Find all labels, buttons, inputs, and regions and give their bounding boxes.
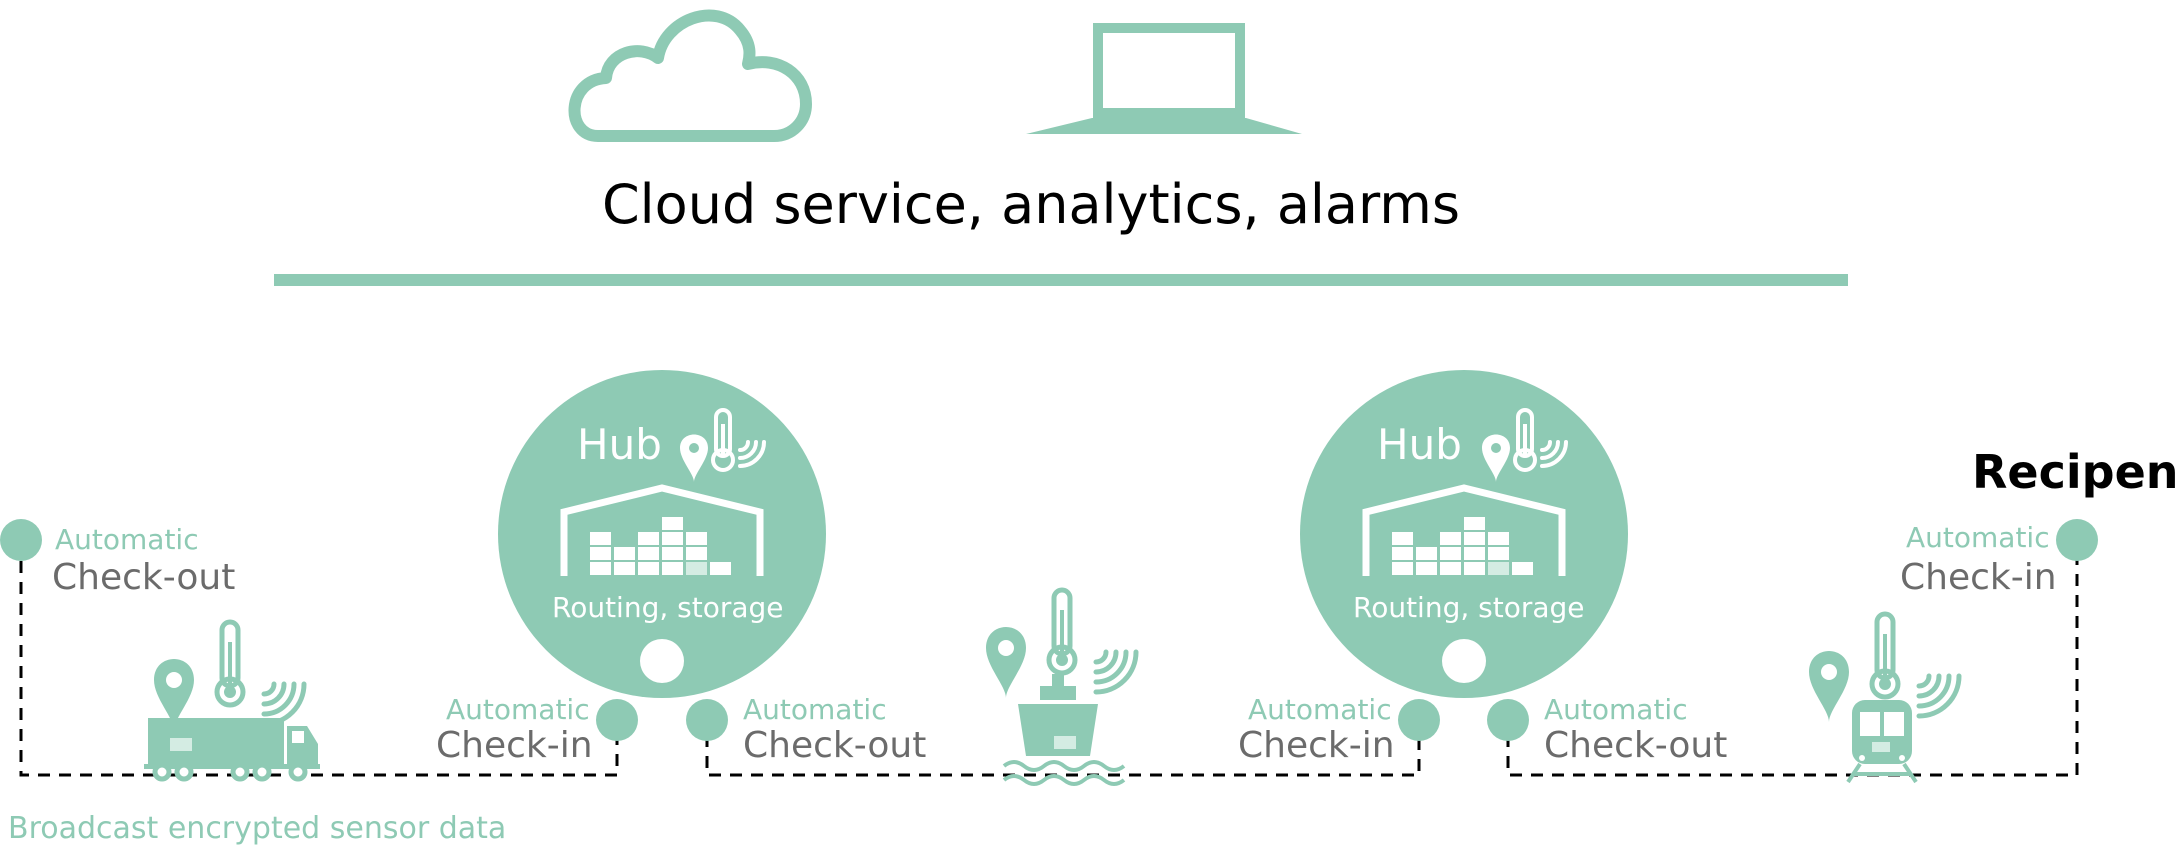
hub-label: Hub [577, 420, 662, 469]
train-icon [1846, 700, 1918, 784]
checkpoint-auto-label: Automatic [55, 523, 199, 556]
truck-sensors [154, 622, 304, 730]
hub-circle [1300, 370, 1628, 698]
checkpoint-auto-label: Automatic [1906, 521, 2050, 554]
laptop-icon [1026, 23, 1302, 134]
checkpoint-action-label: Check-out [1544, 725, 1728, 766]
checkpoint-auto-label: Automatic [446, 693, 590, 726]
checkpoint-action-label: Check-in [436, 725, 593, 766]
truck-icon [144, 718, 320, 782]
hub-label: Hub [1377, 420, 1462, 469]
hub-caption: Routing, storage [1353, 591, 1585, 624]
checkpoint-dot [1398, 699, 1440, 741]
checkpoint-dot [596, 699, 638, 741]
checkpoint-dot [0, 519, 42, 561]
hub-circle [498, 370, 826, 698]
checkpoint-auto-label: Automatic [1544, 693, 1688, 726]
checkpoint-action-label: Check-out [52, 557, 236, 598]
cloud-icon [568, 9, 812, 142]
checkpoint-auto-label: Automatic [1248, 693, 1392, 726]
route-line [19, 540, 2079, 777]
checkpoint-dot [2056, 519, 2098, 561]
page-title: Cloud service, analytics, alarms [601, 173, 1461, 236]
cloud-divider [274, 274, 1848, 286]
hub-caption: Routing, storage [552, 591, 784, 624]
checkpoint-dot [686, 699, 728, 741]
recipient-label: Recipent [1972, 445, 2177, 499]
checkpoint-auto-label: Automatic [743, 693, 887, 726]
ship-icon [1002, 674, 1126, 786]
checkpoint-action-label: Check-in [1900, 557, 2057, 598]
broadcast-caption: Broadcast encrypted sensor data [8, 811, 507, 846]
checkpoint-dot [1487, 699, 1529, 741]
checkpoint-action-label: Check-in [1238, 725, 1395, 766]
checkpoint-action-label: Check-out [743, 725, 927, 766]
